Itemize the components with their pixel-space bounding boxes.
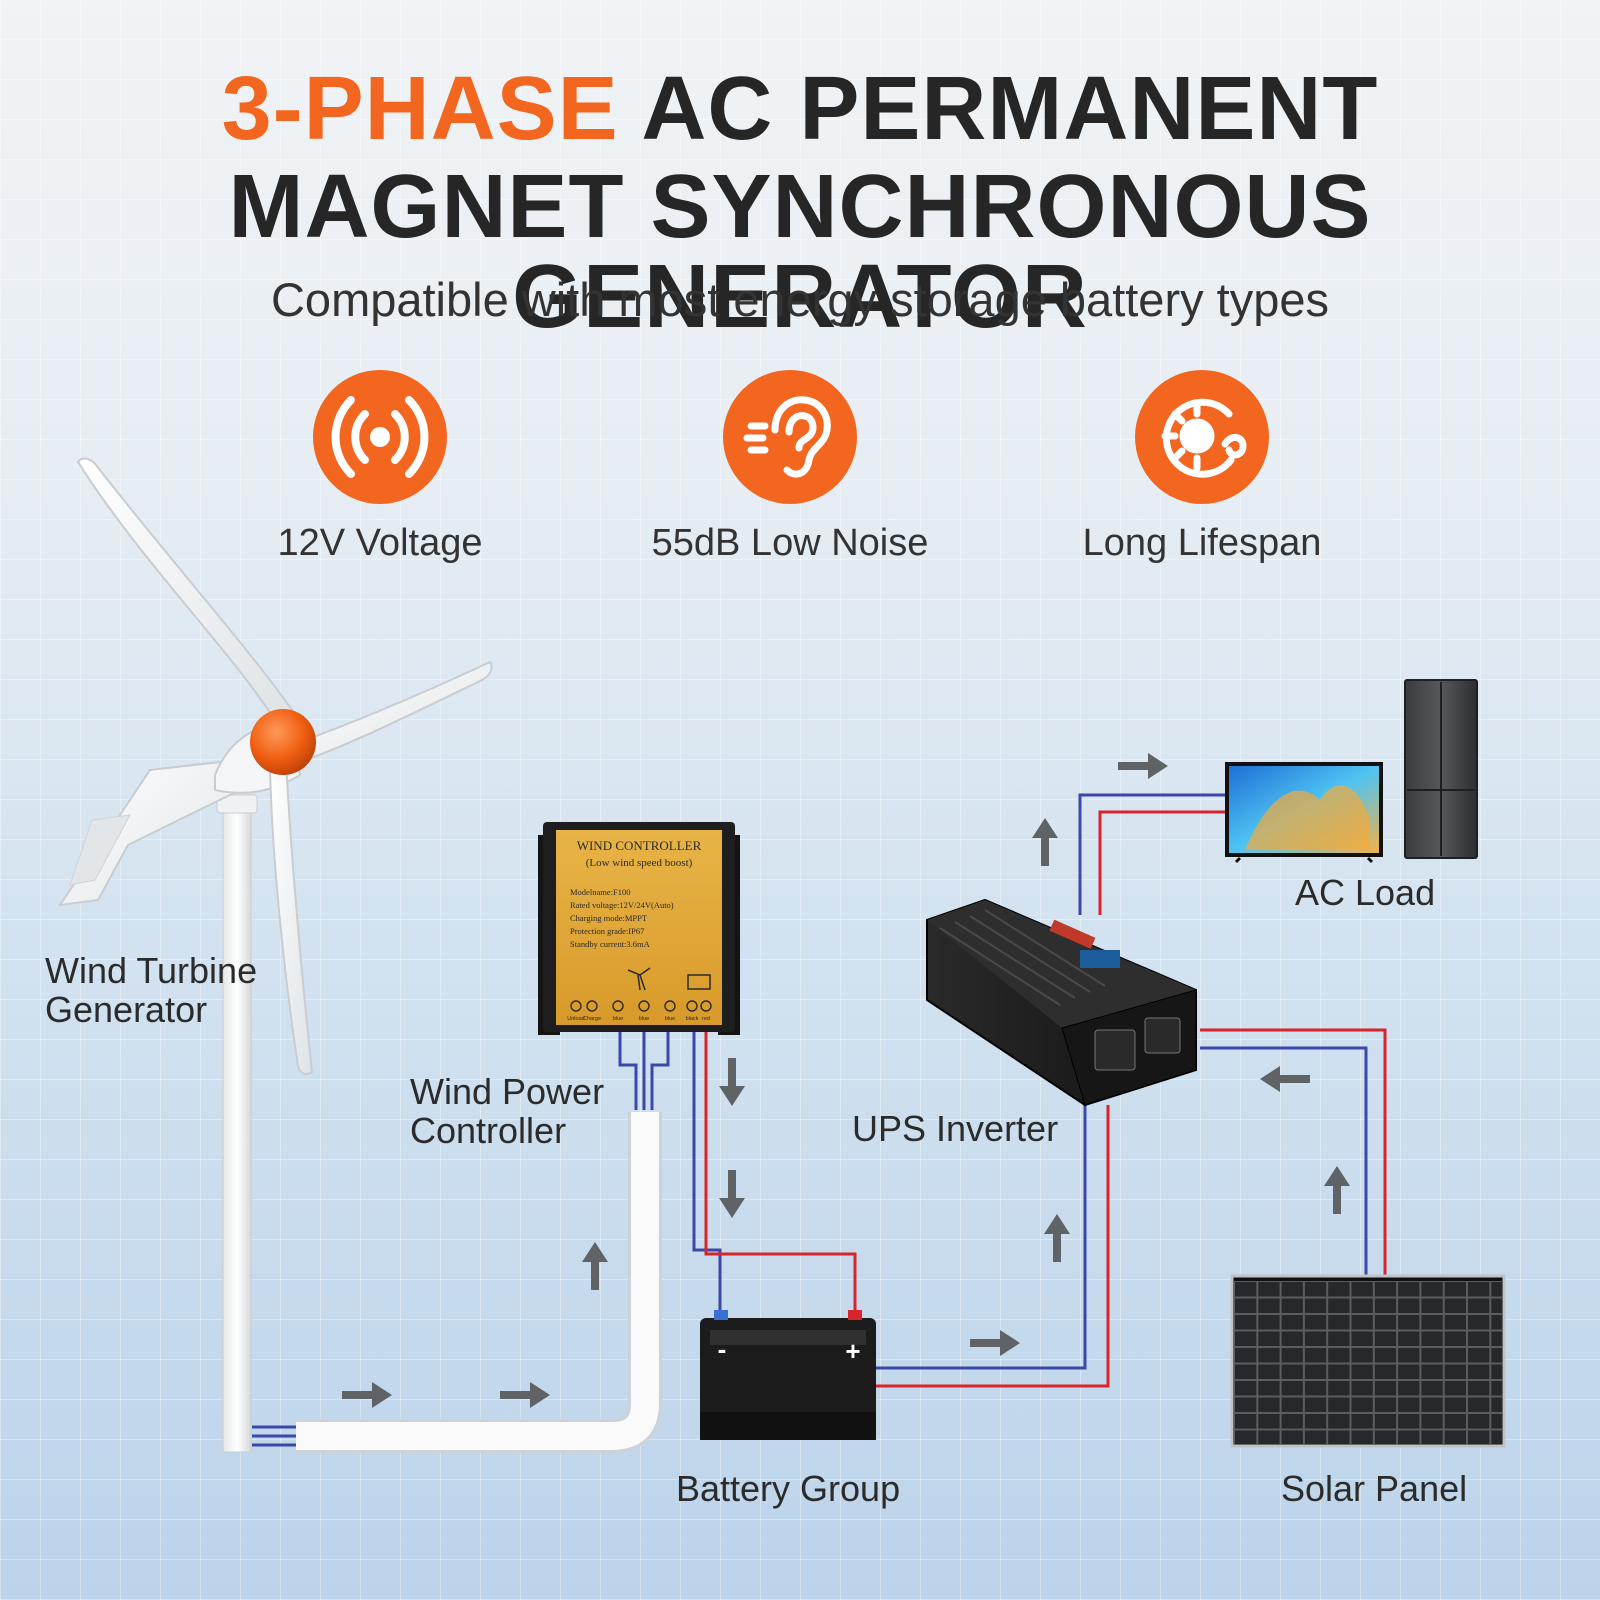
feature-label: 12V Voltage [277, 522, 483, 564]
feature-voltage: 12V Voltage [200, 370, 560, 565]
signal-waves-icon [313, 370, 447, 504]
terminal-label: blue [665, 1016, 675, 1022]
lifespan-gear-icon [1135, 370, 1269, 504]
battery-positive-label: + [845, 1336, 860, 1366]
controller-spec: Modelname:F100 [570, 887, 630, 897]
terminal-label: Unload [567, 1016, 584, 1022]
battery-negative-label: - [718, 1334, 727, 1364]
headline-line-1: 3-PHASE AC PERMANENT [0, 64, 1600, 154]
controller-spec: Standby current:3.6mA [570, 939, 651, 949]
controller-spec: Rated voltage:12V/24V(Auto) [570, 900, 674, 910]
feature-lifespan: Long Lifespan [1022, 370, 1382, 565]
solar-panel-label: Solar Panel [1281, 1468, 1468, 1509]
wind-controller-label: Wind Power Controller [410, 1071, 605, 1151]
controller-spec: Protection grade:IP67 [570, 926, 644, 936]
feature-label: 55dB Low Noise [651, 522, 929, 564]
controller-terminal-icons: Unload Charge blue blue blue black red [567, 967, 712, 1022]
terminal-label: blue [639, 1016, 649, 1022]
ups-inverter-label: UPS Inverter [852, 1108, 1059, 1149]
ac-load-graphic [1225, 679, 1478, 864]
ear-icon [723, 370, 857, 504]
headline-rest: AC PERMANENT [641, 59, 1379, 159]
headline-accent: 3-PHASE [221, 59, 619, 159]
flow-arrows [342, 753, 1350, 1408]
controller-title: WIND CONTROLLER [577, 838, 702, 853]
ups-inverter-graphic [926, 898, 1197, 1107]
terminal-label: blue [613, 1016, 623, 1022]
wires [252, 793, 1387, 1447]
battery-group-label: Battery Group [676, 1468, 901, 1509]
controller-subtitle: (Low wind speed boost) [586, 857, 693, 869]
wind-turbine-label: Wind Turbine Generator [45, 950, 258, 1030]
terminal-label: Charge [583, 1016, 601, 1022]
terminal-label: red [702, 1016, 710, 1022]
solar-panel-graphic [1230, 1274, 1506, 1448]
ac-load-label: AC Load [1295, 872, 1436, 913]
wind-controller-graphic: WIND CONTROLLER (Low wind speed boost) M… [538, 822, 740, 1035]
terminal-label: black [686, 1016, 699, 1022]
feature-noise: 55dB Low Noise [610, 370, 970, 565]
feature-label: Long Lifespan [1082, 522, 1322, 564]
controller-spec: Charging mode:MPPT [570, 913, 648, 923]
subtitle: Compatible with most energy storage batt… [270, 273, 1329, 326]
headline-line-2: MAGNET SYNCHRONOUS GENERATOR [228, 157, 1372, 347]
wind-turbine-graphic [57, 457, 493, 1453]
battery-graphic: - + [700, 1310, 876, 1440]
